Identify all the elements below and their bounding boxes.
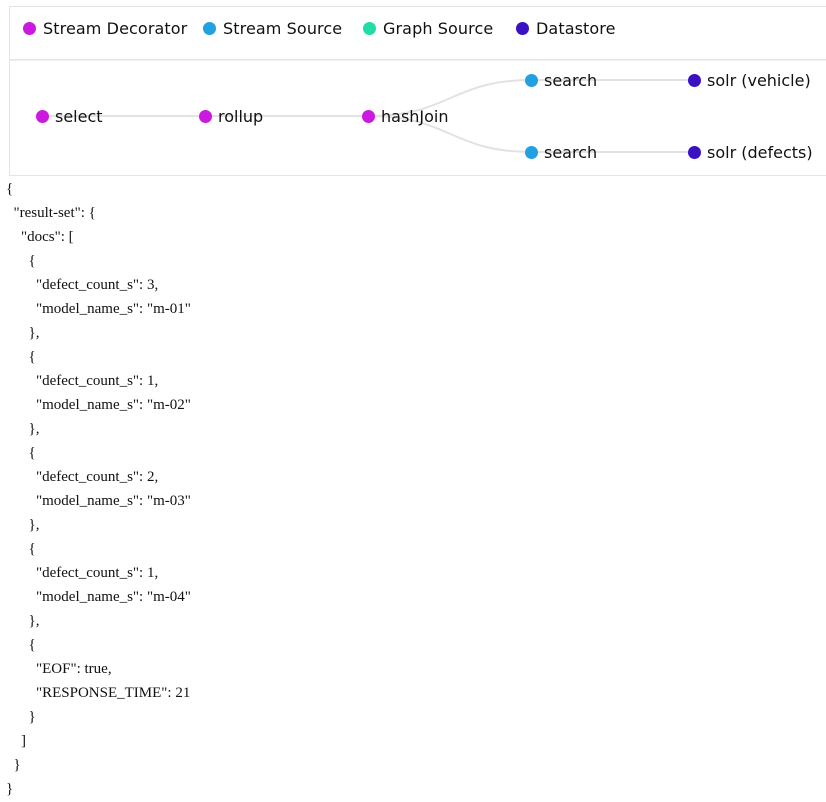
graph-source-dot-icon [363,21,376,35]
legend-label: Graph Source [383,18,494,38]
node-label: search [544,70,598,90]
graph-edges [43,79,695,153]
node-label: rollup [218,106,264,126]
node-search-defects[interactable]: search [525,142,597,162]
legend-item-datastore: Datastore [516,18,616,38]
legend-label: Stream Source [223,18,343,38]
legend-label: Datastore [536,18,616,38]
legend-item-stream-decorator: Stream Decorator [23,18,187,38]
edge-hashjoin-search2 [368,115,533,153]
node-search-vehicle[interactable]: search [525,70,597,90]
node-hashjoin[interactable]: hashJoin [362,106,449,126]
node-select[interactable]: select [36,106,103,126]
node-rollup[interactable]: rollup [199,106,263,126]
stream-decorator-node-icon [36,109,49,123]
stream-decorator-node-icon [199,109,212,123]
node-solr-defects[interactable]: solr (defects) [688,142,813,162]
stream-source-node-icon [525,145,538,159]
datastore-node-icon [688,73,701,87]
stream-decorator-node-icon [362,109,375,123]
legend-item-stream-source: Stream Source [203,18,342,38]
legend-item-graph-source: Graph Source [363,18,493,38]
node-label: select [55,106,103,126]
edge-hashjoin-search1 [368,79,533,117]
node-label: solr (defects) [707,142,813,162]
node-label: solr (vehicle) [707,70,811,90]
node-label: hashJoin [381,106,449,126]
node-label: search [544,142,598,162]
result-json-output: { "result-set": { "docs": [ { "defect_co… [6,181,191,797]
stream-decorator-dot-icon [23,21,36,35]
legend-panel [9,6,826,60]
stream-source-node-icon [525,73,538,87]
node-solr-vehicle[interactable]: solr (vehicle) [688,70,811,90]
legend-label: Stream Decorator [43,18,188,38]
datastore-node-icon [688,145,701,159]
datastore-dot-icon [516,21,529,35]
stream-source-dot-icon [203,21,216,35]
